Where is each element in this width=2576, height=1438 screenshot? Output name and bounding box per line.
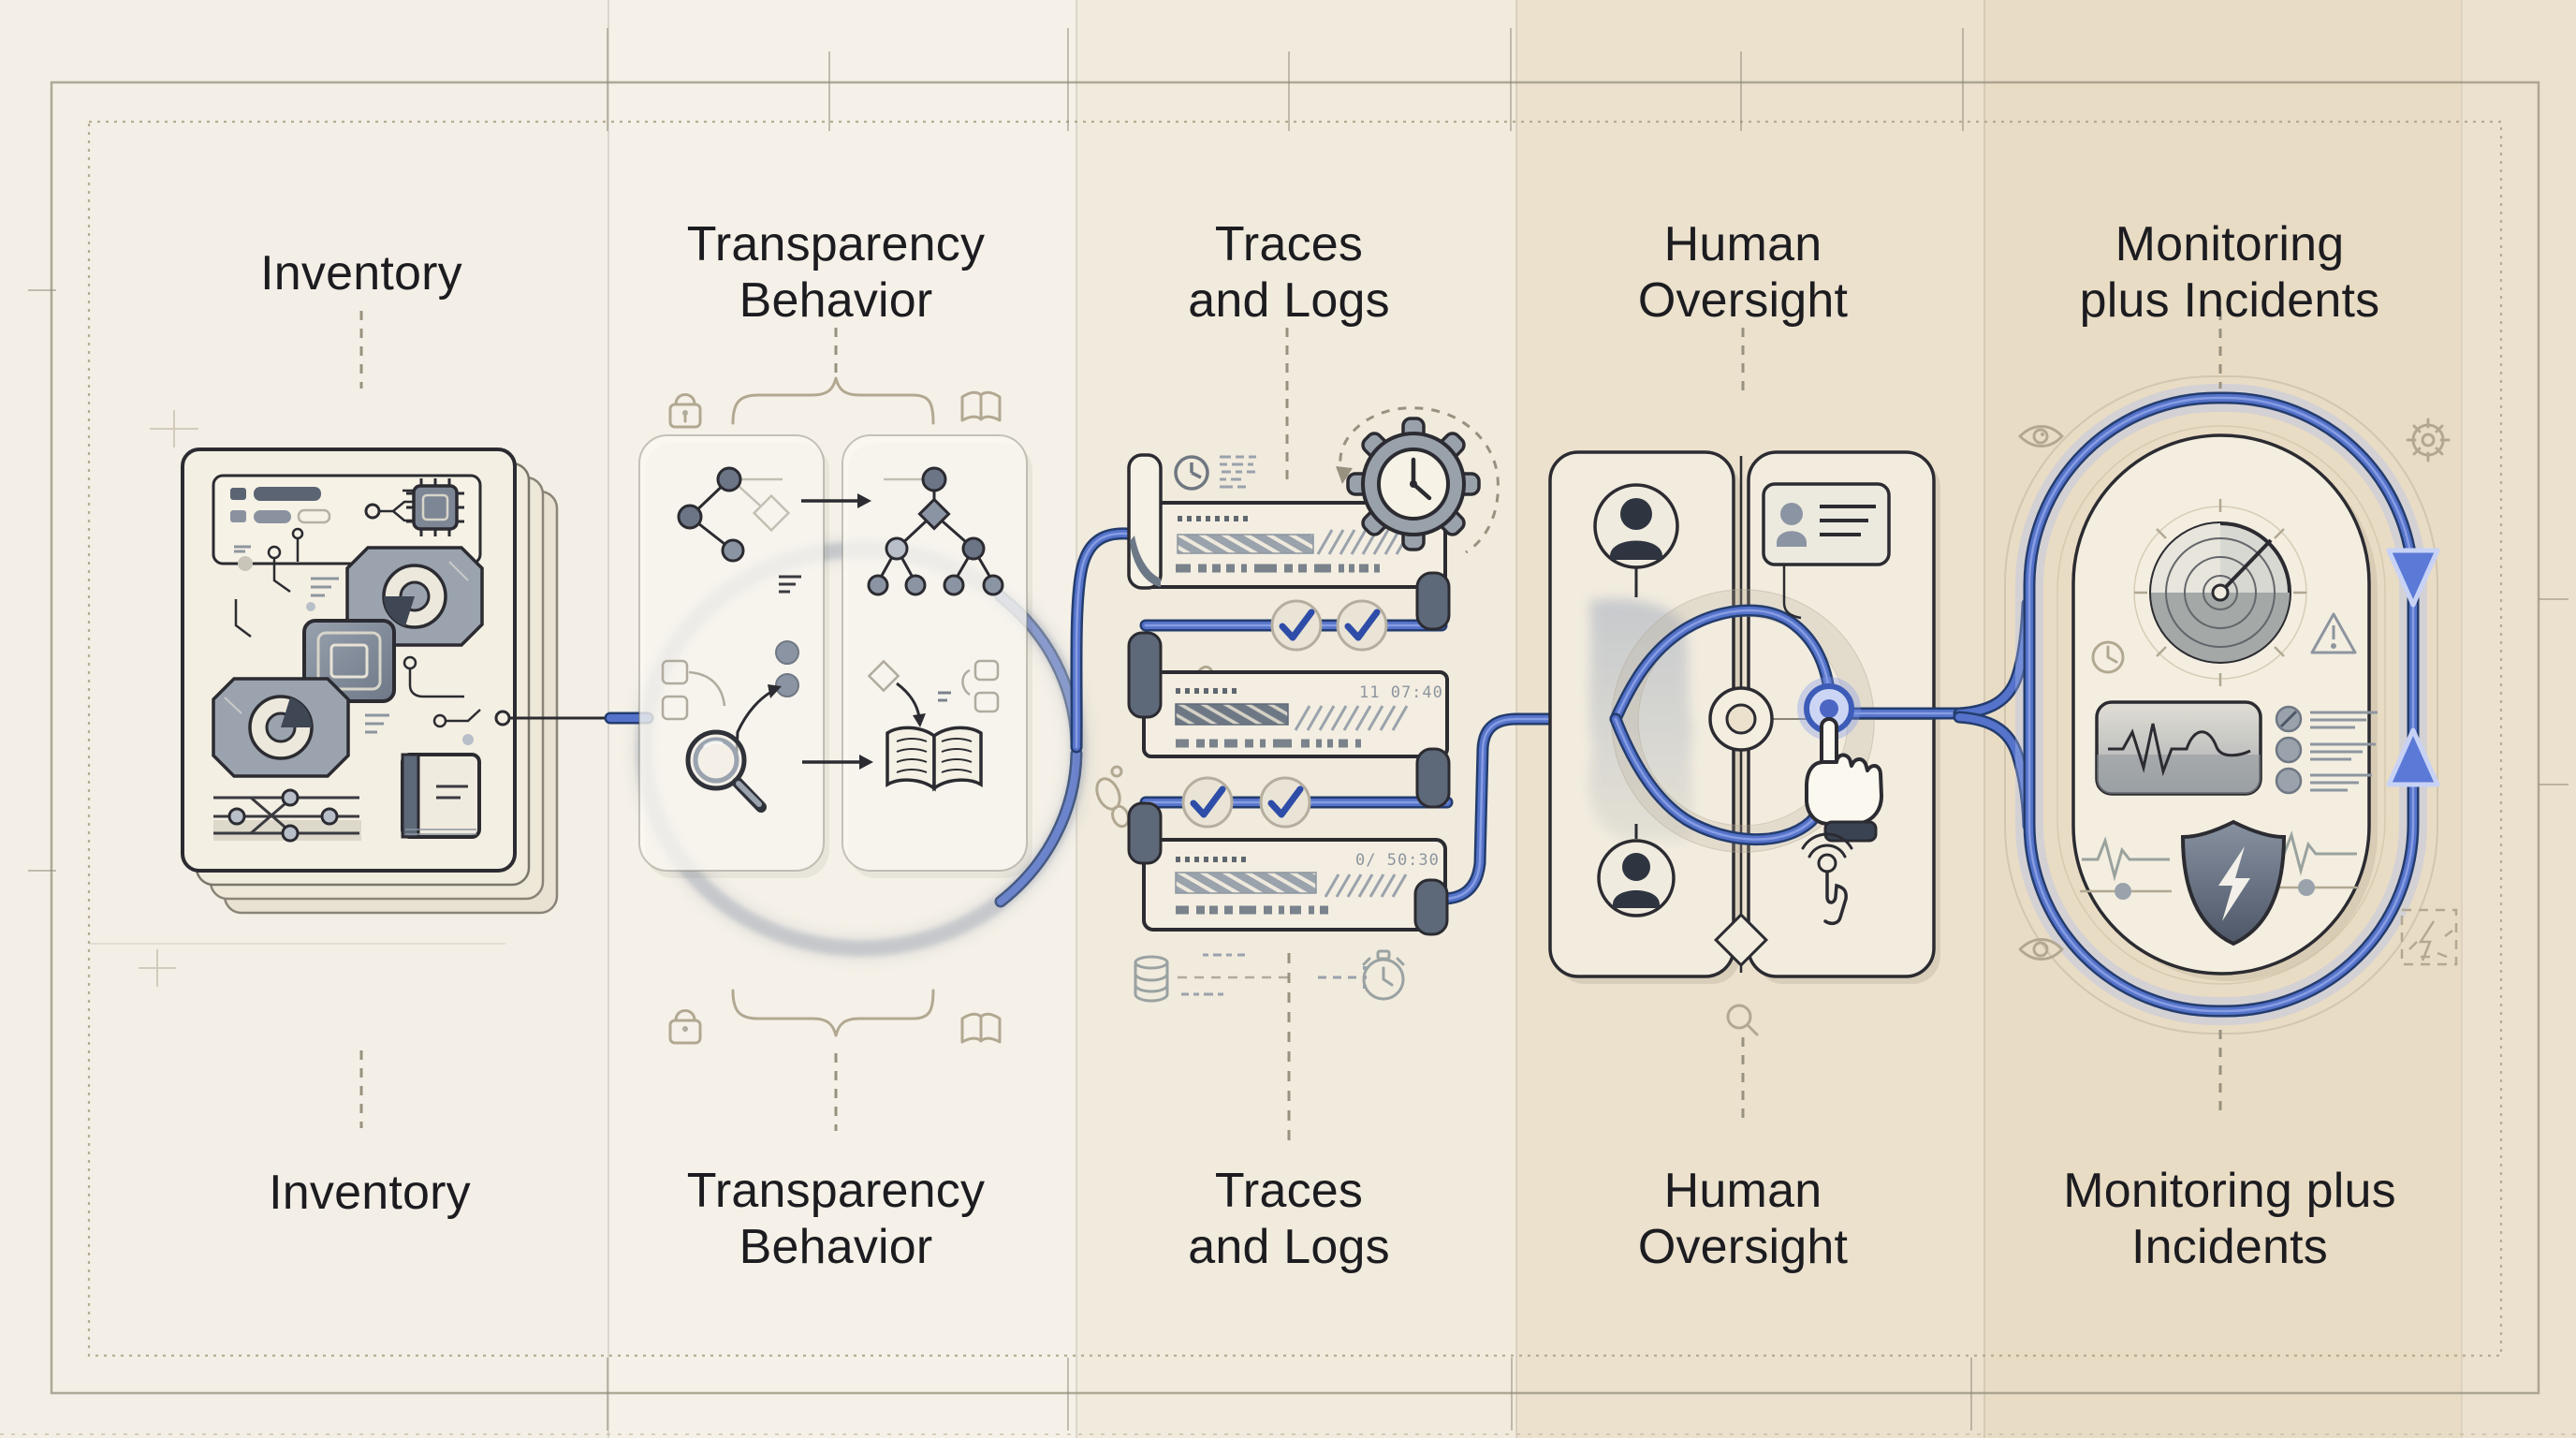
target-donut-icon xyxy=(1708,686,1774,752)
lock-icon-bottom xyxy=(668,1009,702,1045)
curved-arrow xyxy=(734,684,782,769)
gear-outline-icon xyxy=(2406,418,2451,462)
hand-cursor-icon xyxy=(1805,717,1883,843)
checkmark-icon xyxy=(1336,599,1388,652)
magnifier-small-icon xyxy=(1726,1004,1759,1036)
transparency-bg-icons xyxy=(668,376,1002,1045)
shield-lightning-icon xyxy=(2180,819,2287,946)
checkmark-icon xyxy=(1181,776,1234,829)
arrow-icon-2 xyxy=(802,755,873,770)
arrow-icon xyxy=(801,493,871,508)
log-scroll: 11 07:40 0/ 50:30 xyxy=(1095,328,1616,1140)
user-avatar-icon xyxy=(1593,483,1679,597)
book-icon xyxy=(401,753,481,839)
gear-clock-icon xyxy=(1346,417,1481,551)
inventory-card-stack xyxy=(181,448,648,915)
stage-title-bottom-traces: Traces and Logs xyxy=(1188,1164,1390,1274)
incident-dashed-frame-icon xyxy=(2400,908,2458,966)
cycle-arrow-up-icon xyxy=(2386,727,2440,787)
cycle-arrow-down-icon xyxy=(2386,548,2440,608)
stage-title-top-transparency: Transparency Behavior xyxy=(686,217,986,328)
status-list-icon xyxy=(2275,705,2378,795)
list-lines xyxy=(311,577,339,597)
checkmark-icon xyxy=(1259,776,1311,829)
decision-tree-icon xyxy=(867,466,1004,596)
blueprint-frame xyxy=(0,28,2576,1435)
refresh-hexagon-bottom xyxy=(212,677,350,778)
human-oversight-panels xyxy=(1548,450,1959,1036)
node-graph-icon xyxy=(677,466,791,563)
stage-title-bottom-inventory: Inventory xyxy=(269,1166,471,1220)
timeline-dots xyxy=(2080,879,2359,900)
user-avatar-icon xyxy=(1597,824,1676,917)
stage-title-top-traces: Traces and Logs xyxy=(1188,217,1390,328)
lock-icon xyxy=(668,393,702,429)
curly-brace-bottom-icon xyxy=(731,989,935,1037)
curly-brace-top-icon xyxy=(731,376,935,425)
flow-squares-left xyxy=(661,659,726,721)
circuit-traces-right xyxy=(402,655,481,745)
stage-title-bottom-oversight: Human Oversight xyxy=(1637,1164,1849,1274)
ruler-ticks xyxy=(28,28,2569,1431)
radar-dial-icon xyxy=(2133,499,2307,686)
stage-title-top-monitoring: Monitoring plus Incidents xyxy=(2079,217,2380,328)
chip-icon xyxy=(406,478,464,536)
id-card-icon xyxy=(1762,482,1891,566)
magnifier-icon xyxy=(685,729,767,813)
diamond-marker xyxy=(1714,913,1768,967)
scroll-folds xyxy=(1127,453,1451,936)
log-timestamp: 11 07:40 xyxy=(1359,683,1443,702)
clock-small-icon xyxy=(2091,640,2125,674)
connector-start xyxy=(494,710,648,726)
list-icon xyxy=(779,575,801,594)
flow-arrow-down xyxy=(896,682,926,727)
transparency-panels xyxy=(638,434,1162,878)
drafting-marks xyxy=(89,410,505,987)
monitoring-capsule xyxy=(1959,375,2458,1034)
stage-title-bottom-monitoring: Monitoring plus Incidents xyxy=(2063,1164,2396,1274)
checkmark-icon xyxy=(1270,599,1323,652)
waveform-panel-icon xyxy=(2095,700,2262,796)
flow-squares-right xyxy=(867,659,1000,713)
eye-icon-bottom xyxy=(2018,938,2064,961)
open-book-filled-icon xyxy=(886,726,983,792)
open-book-icon xyxy=(960,390,1002,422)
circuit-cluster xyxy=(234,527,315,638)
title-connectors xyxy=(359,311,2222,1131)
dashed-arrowhead xyxy=(1336,466,1353,484)
stopwatch-icon xyxy=(1362,949,1405,1001)
open-book-icon-bottom xyxy=(960,1012,1002,1044)
stage-title-top-inventory: Inventory xyxy=(260,246,462,301)
warning-triangle-icon xyxy=(2310,612,2357,654)
person-silhouette xyxy=(1588,598,1693,841)
git-graph-icon xyxy=(213,788,361,843)
stage-title-top-oversight: Human Oversight xyxy=(1637,217,1849,328)
tap-gesture-icon xyxy=(1801,832,1853,926)
log-timestamp: 0/ 50:30 xyxy=(1355,851,1440,870)
stage-title-bottom-transparency: Transparency Behavior xyxy=(686,1164,986,1274)
database-icon xyxy=(1134,955,1169,1003)
clock-icon xyxy=(1174,455,1209,491)
spec-header-panel xyxy=(212,474,482,565)
right-edge-band xyxy=(2462,0,2576,1438)
eye-icon xyxy=(2018,425,2064,448)
